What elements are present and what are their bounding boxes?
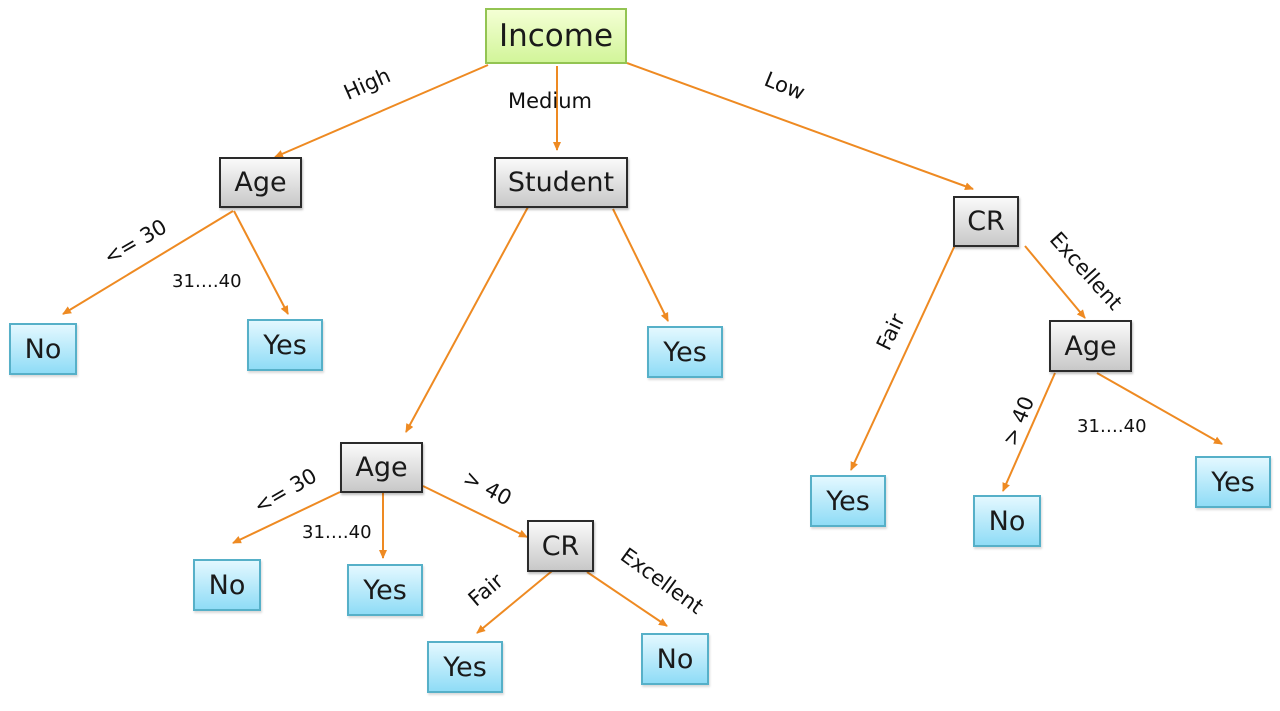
node-cr-student: CR — [527, 520, 594, 572]
node-student: Student — [494, 157, 628, 208]
edge-age3-3140 — [1096, 372, 1223, 445]
edge-income-high — [274, 64, 489, 158]
node-yes-3: Yes — [347, 564, 423, 616]
node-yes-6: Yes — [1195, 456, 1271, 508]
node-no-2: No — [193, 559, 261, 611]
node-age-student: Age — [340, 442, 423, 493]
node-age-high: Age — [219, 157, 302, 208]
edge-label-3140-c: 31….40 — [1077, 416, 1147, 437]
edge-age-3140 — [233, 210, 289, 315]
node-income: Income — [485, 8, 627, 64]
node-no-4: No — [973, 495, 1041, 547]
edge-age3-gt40 — [1002, 372, 1056, 492]
node-yes-5: Yes — [810, 475, 886, 527]
edge-label-3140-b: 31….40 — [302, 522, 372, 543]
edge-age2-le30 — [232, 491, 341, 544]
edge-cr-excellent — [1024, 245, 1086, 319]
edge-cr-fair — [850, 244, 956, 471]
edge-income-low — [626, 62, 974, 191]
edge-cr2-excellent — [586, 571, 668, 627]
edge-student-yes — [612, 208, 669, 322]
edge-age2-gt40 — [422, 485, 528, 538]
edge-label-3140-a: 31….40 — [172, 271, 242, 292]
edge-cr2-fair — [476, 570, 553, 634]
edge-student-age — [405, 206, 529, 433]
edge-age-le30 — [62, 210, 234, 315]
node-no-1: No — [9, 323, 77, 375]
node-age-cr: Age — [1049, 320, 1132, 372]
node-yes-2: Yes — [647, 326, 723, 378]
node-no-3: No — [641, 633, 709, 685]
node-cr-low: CR — [953, 196, 1019, 247]
node-yes-4: Yes — [427, 641, 503, 693]
node-yes-1: Yes — [247, 319, 323, 371]
edge-label-medium: Medium — [508, 89, 592, 113]
